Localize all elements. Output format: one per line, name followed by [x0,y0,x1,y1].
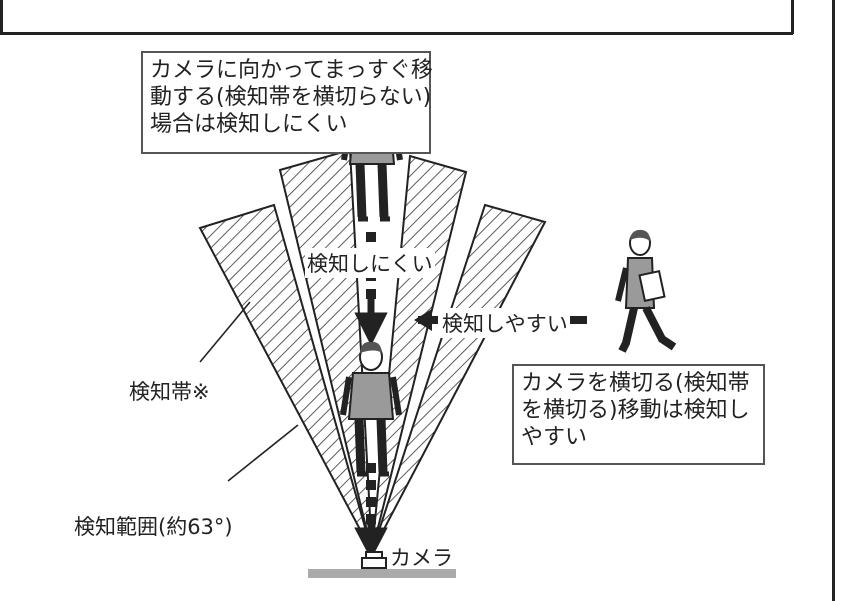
straight-approach-callout: カメラに向かってまっすぐ移 動する(検知帯を横切らない) 場合は検知しにくい [141,51,433,154]
crossing-callout: カメラを横切る(検知帯 を横切る)移動は検知し やすい [512,364,765,465]
detection-range-label: 検知範囲(約63°) [74,515,233,539]
top-frame-left [0,0,3,34]
easy-to-detect-label: 検知しやすい [440,308,570,338]
approach-arrow-lower [354,524,388,560]
detection-band-label: 検知帯※ [129,380,210,404]
camera-icon [361,551,387,569]
top-frame-right [791,0,794,34]
band-leader-line [199,301,251,363]
crossing-person [615,229,677,353]
top-frame-bottom [0,32,793,35]
approach-arrow-upper [354,299,388,346]
hard-to-detect-label: 検知しにくい [305,248,435,278]
floor [308,569,456,578]
crossing-arrow [414,309,587,331]
right-border [832,0,835,601]
range-leader-line [227,424,299,482]
camera-label: カメラ [390,546,453,570]
